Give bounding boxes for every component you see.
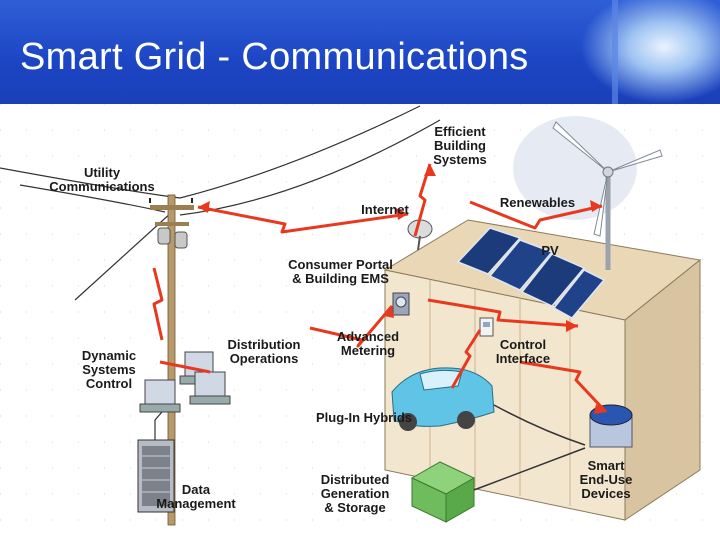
wind-turbine	[513, 116, 663, 270]
server-rack-icon	[137, 439, 175, 513]
label-renewables: Renewables	[499, 195, 576, 210]
sky-graphic	[580, 0, 720, 104]
power-lines	[0, 105, 441, 301]
generation-cable	[473, 447, 586, 491]
header-accent-stripe	[612, 0, 618, 104]
label-data-management: Data Management	[156, 482, 236, 511]
label-internet: Internet	[361, 202, 409, 217]
label-consumer-portal: Consumer Portal & Building EMS	[288, 257, 393, 286]
label-utility-communications: Utility Communications	[49, 165, 155, 194]
label-efficient-building-systems: Efficient Building Systems	[433, 124, 487, 167]
label-dynamic-systems-control: Dynamic Systems Control	[81, 348, 137, 391]
slide-title: Smart Grid - Communications	[20, 36, 529, 78]
label-control-interface: Control Interface	[495, 337, 551, 366]
thermostat-icon	[479, 317, 494, 337]
label-smart-end-use-devices: Smart End-Use Devices	[579, 458, 633, 501]
generator-icon	[410, 461, 476, 523]
server-cable	[154, 411, 163, 440]
hybrid-car-icon	[391, 367, 495, 431]
charging-cable	[493, 404, 586, 446]
link-arrowheads	[198, 164, 606, 414]
label-pv: PV	[541, 243, 559, 258]
operator-workstations-icon	[139, 351, 231, 413]
label-plug-in-hybrids: Plug-In Hybrids	[315, 410, 413, 425]
solar-panels	[456, 227, 606, 319]
utility-pole	[149, 194, 194, 526]
communication-links	[152, 163, 608, 414]
slide-header: Smart Grid - Communications	[0, 0, 720, 104]
smart-meter-icon	[392, 292, 410, 316]
label-advanced-metering: Advanced Metering	[336, 329, 400, 358]
label-distribution-operations: Distribution Operations	[227, 337, 301, 366]
label-distributed-generation: Distributed Generation & Storage	[320, 472, 390, 515]
